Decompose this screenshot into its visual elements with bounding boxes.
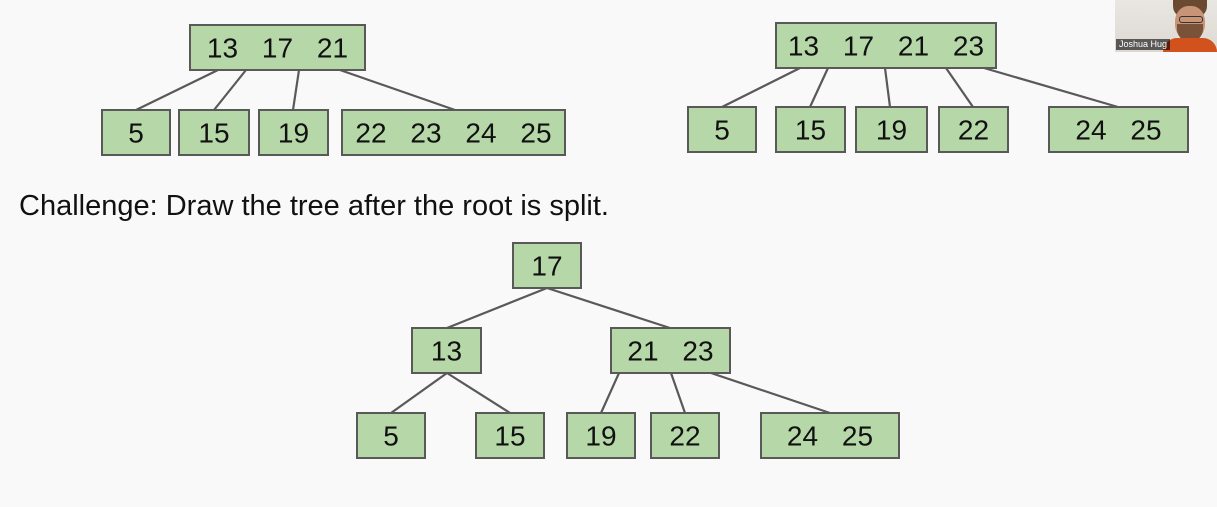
tree-node: 19: [566, 412, 636, 459]
node-key: 19: [278, 118, 309, 149]
tree-node: 17: [512, 242, 582, 289]
node-key: 19: [876, 115, 907, 146]
tree-edge: [945, 67, 974, 108]
tree-bottom-split: 17 13 21 23 5 15 19 22 24 25: [356, 242, 900, 459]
node-key: 5: [383, 421, 399, 452]
node-key: 23: [953, 31, 984, 62]
node-key: 17: [262, 33, 293, 64]
tree-node: 24 25: [760, 412, 900, 459]
node-key: 22: [958, 115, 989, 146]
node-key: 24: [465, 118, 496, 149]
tree-edge: [883, 67, 892, 108]
node-box: [610, 327, 731, 374]
node-box: [566, 412, 636, 459]
tree-node: 19: [855, 106, 928, 153]
node-key: 25: [520, 118, 551, 149]
tree-edge: [213, 69, 247, 111]
tree-node: 15: [475, 412, 545, 459]
node-key: 22: [355, 118, 386, 149]
node-key: 22: [669, 421, 700, 452]
node-key: 21: [627, 336, 658, 367]
tree-node: 24 25: [1048, 106, 1189, 153]
node-box: [775, 106, 846, 153]
tree-node: 15: [775, 106, 846, 153]
node-key: 17: [531, 251, 562, 282]
tree-edge: [710, 371, 831, 415]
tree-node: 13 17 21 23: [775, 22, 997, 69]
tree-node: 22: [938, 106, 1009, 153]
node-box: [760, 412, 900, 459]
node-box: [475, 412, 545, 459]
tree-left-before: 13 17 21 5 15 19 22 23 24 25: [101, 24, 566, 156]
node-box: [356, 412, 426, 459]
tree-edge: [983, 66, 1119, 109]
tree-edge: [135, 69, 219, 111]
tree-edge: [390, 372, 448, 414]
node-key: 15: [795, 115, 826, 146]
node-key: 17: [843, 31, 874, 62]
node-box: [687, 106, 757, 153]
tree-right-overfull: 13 17 21 23 5 15 19 22 24 25: [687, 22, 1189, 153]
node-key: 13: [431, 336, 462, 367]
node-box: [178, 109, 250, 156]
tree-node: 13: [411, 327, 482, 374]
node-key: 25: [842, 421, 873, 452]
tree-edge: [599, 372, 621, 414]
node-box: [341, 109, 566, 156]
node-box: [855, 106, 928, 153]
node-box: [411, 327, 482, 374]
presenter-glasses: [1179, 16, 1203, 23]
tree-edge: [809, 67, 829, 108]
tree-node: 13 17 21: [189, 24, 366, 71]
node-key: 25: [1130, 115, 1161, 146]
node-key: 24: [1075, 115, 1106, 146]
presenter-beard: [1177, 24, 1203, 42]
tree-node: 22 23 24 25: [341, 109, 566, 156]
node-key: 23: [410, 118, 441, 149]
node-key: 19: [585, 421, 616, 452]
node-key: 5: [714, 115, 730, 146]
tree-edge: [546, 286, 671, 330]
tree-edge: [339, 68, 456, 112]
tree-edge: [669, 372, 687, 414]
node-key: 13: [207, 33, 238, 64]
presenter-shirt: [1163, 38, 1217, 52]
webcam-thumbnail: Joshua Hug: [1115, 0, 1217, 52]
node-key: 21: [898, 31, 929, 62]
tree-node: 5: [687, 106, 757, 153]
node-key: 15: [198, 118, 229, 149]
tree-node: 22: [650, 412, 720, 459]
node-key: 13: [788, 31, 819, 62]
node-box: [775, 22, 997, 69]
tree-edge: [721, 67, 801, 108]
tree-node: 21 23: [610, 327, 731, 374]
tree-node: 5: [101, 109, 171, 156]
node-box: [258, 109, 329, 156]
tree-node: 15: [178, 109, 250, 156]
node-key: 23: [682, 336, 713, 367]
tree-edge: [291, 69, 301, 111]
node-key: 5: [128, 118, 144, 149]
node-key: 21: [317, 33, 348, 64]
node-box: [512, 242, 582, 289]
challenge-prompt: Challenge: Draw the tree after the root …: [19, 190, 609, 222]
node-box: [101, 109, 171, 156]
webcam-name-label: Joshua Hug: [1116, 39, 1171, 50]
tree-edge: [446, 372, 511, 414]
node-box: [1048, 106, 1189, 153]
node-box: [938, 106, 1009, 153]
node-box: [189, 24, 366, 71]
node-box: [650, 412, 720, 459]
tree-node: 5: [356, 412, 426, 459]
node-key: 24: [787, 421, 818, 452]
node-key: 15: [494, 421, 525, 452]
tree-edge: [446, 286, 548, 330]
tree-node: 19: [258, 109, 329, 156]
